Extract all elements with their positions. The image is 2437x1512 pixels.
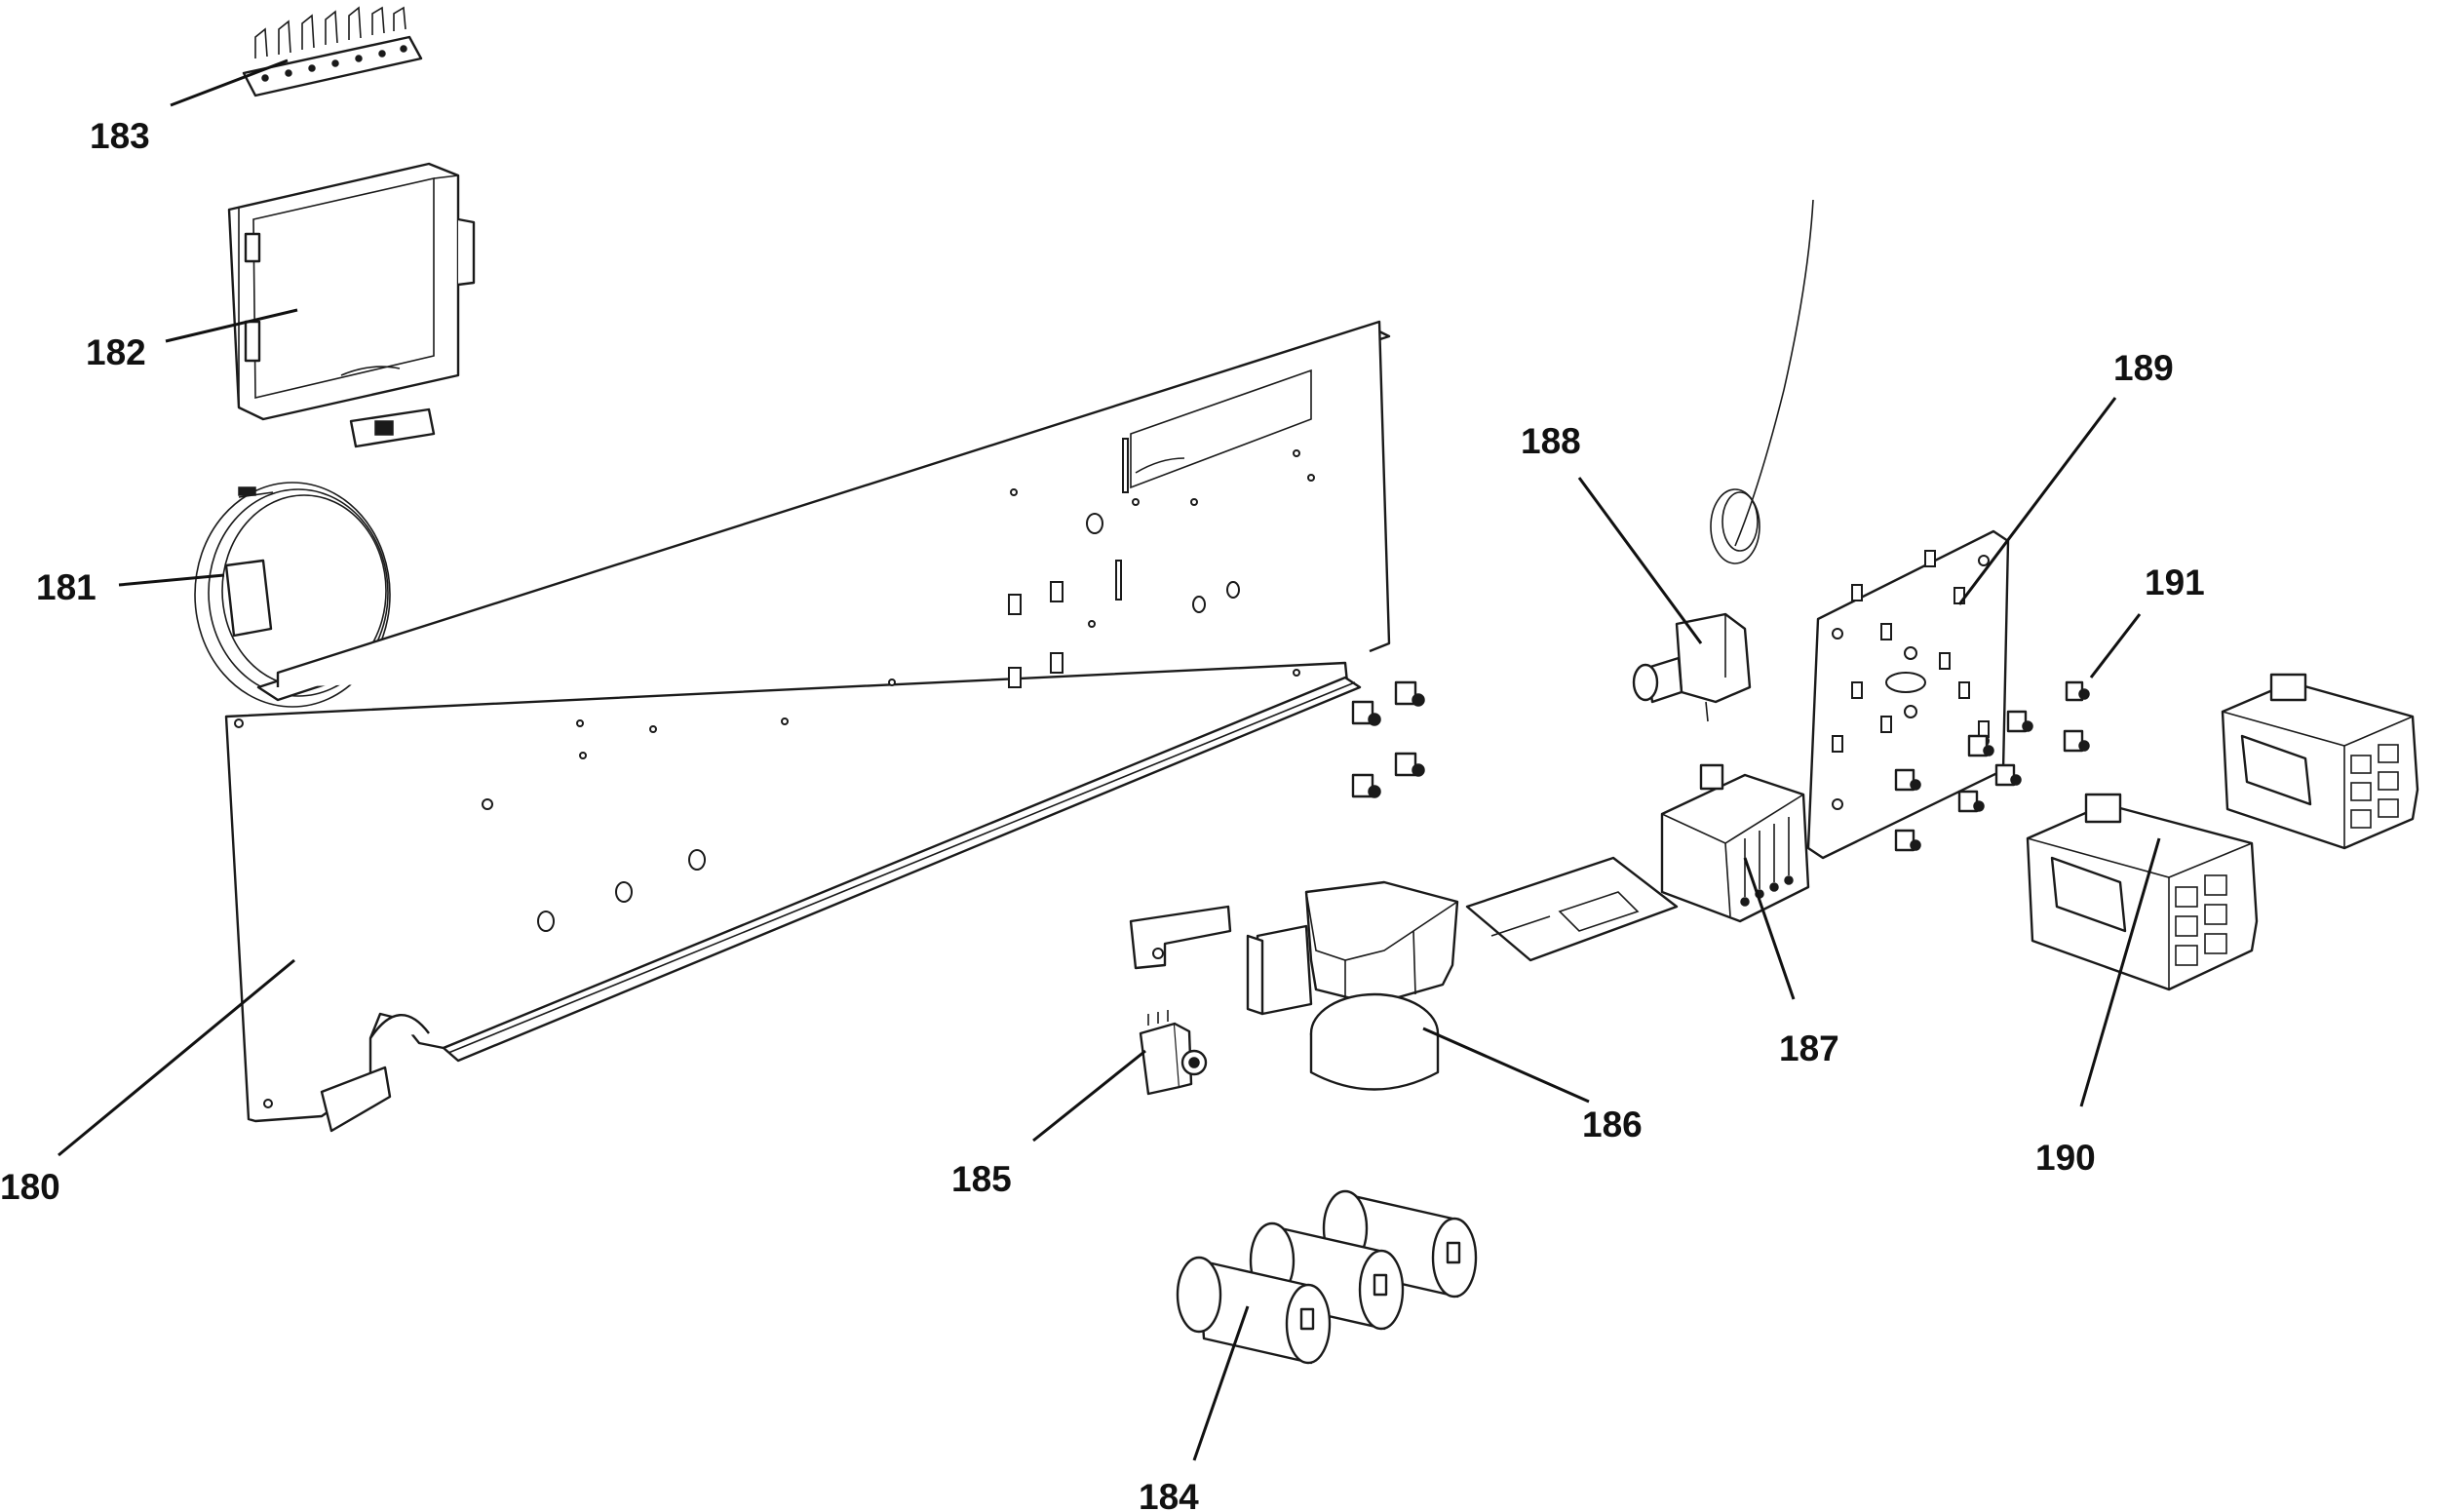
leader-183 [170, 58, 289, 107]
part-190-contactor-front [2026, 793, 2259, 991]
part-182-cover-box [227, 162, 476, 448]
part-184-capacitors [1176, 1189, 1478, 1365]
callout-187: 187 [1779, 1028, 1839, 1068]
callout-190: 190 [2035, 1138, 2096, 1178]
callout-188: 188 [1521, 421, 1581, 461]
leader-187 [1743, 857, 1796, 1000]
leader-190 [2079, 837, 2161, 1107]
leader-191 [2089, 613, 2142, 678]
callout-180: 180 [0, 1167, 60, 1207]
leader-181 [118, 573, 225, 587]
part-185-selector-switch [1129, 905, 1232, 1096]
callout-191: 191 [2145, 562, 2205, 602]
part-188-thermostat [1632, 199, 1814, 722]
part-183-terminal-strip [242, 6, 423, 97]
part-187-contactor [1660, 763, 1810, 923]
callout-183: 183 [90, 116, 150, 156]
leader-184 [1192, 1305, 1250, 1461]
callout-184: 184 [1139, 1477, 1199, 1512]
leader-180 [58, 958, 295, 1157]
callout-185: 185 [951, 1159, 1012, 1199]
leader-189 [1957, 397, 2117, 605]
callout-182: 182 [86, 332, 146, 372]
leader-182 [165, 308, 298, 343]
leader-188 [1577, 477, 1703, 644]
leader-185 [1032, 1049, 1146, 1143]
callout-189: 189 [2113, 348, 2174, 388]
part-180-control-panel [224, 320, 1391, 1133]
leader-186 [1422, 1027, 1590, 1104]
plate-screws [1894, 680, 2090, 852]
part-186-transformer [1246, 856, 1679, 1091]
panel-screws [1351, 680, 1425, 798]
callout-labels: 183 182 181 180 185 186 187 188 189 190 … [0, 116, 2205, 1512]
part-191-contactor-back [2221, 673, 2419, 850]
callout-186: 186 [1582, 1105, 1643, 1144]
part-181-wire-coil [194, 482, 391, 708]
callout-181: 181 [36, 567, 97, 607]
leader-lines [58, 58, 2161, 1461]
